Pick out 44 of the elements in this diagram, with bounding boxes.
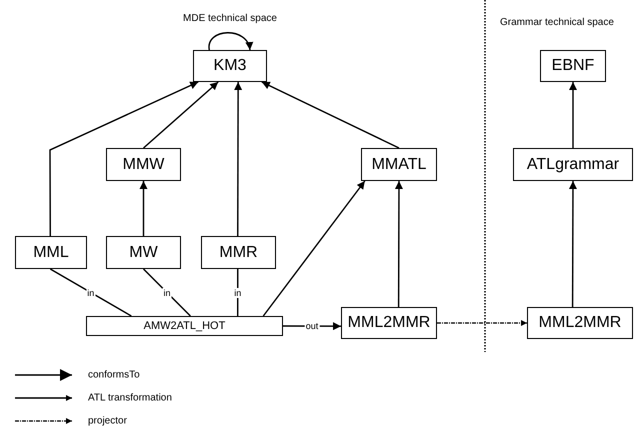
node-label: EBNF [552, 57, 594, 75]
edge-label: in [162, 288, 172, 298]
node-label: MW [129, 244, 158, 262]
arrow [208, 32, 252, 50]
node-label: MMR [219, 244, 258, 262]
arrow [394, 181, 403, 307]
node-label: MML2MMR [538, 314, 622, 332]
node-label: ATLgrammar [526, 156, 620, 174]
model-box [201, 236, 276, 269]
model-box [341, 307, 437, 339]
model-box [15, 236, 87, 269]
legend-label: projector [88, 416, 127, 426]
section-heading: MDE technical space [183, 13, 277, 24]
dashed-arrow [437, 320, 527, 326]
section-heading: Grammar technical space [500, 17, 614, 28]
model-box [193, 50, 267, 82]
arrow [262, 180, 366, 316]
model-box [106, 148, 181, 181]
node-label: MML [33, 244, 69, 262]
model-box [361, 148, 437, 181]
model-box [513, 148, 633, 181]
arrow [143, 81, 219, 149]
arrow [569, 82, 577, 148]
edge-label: in [233, 288, 242, 298]
edge-label: in [86, 288, 96, 298]
model-box [540, 50, 606, 82]
node-label: MMW [122, 156, 164, 174]
edge-label: out [304, 321, 320, 332]
legend-label: ATL transformation [88, 392, 172, 404]
connector-line [50, 268, 132, 317]
model-box [527, 307, 633, 339]
node-label: MML2MMR [348, 314, 430, 332]
legend-label: conformsTo [88, 370, 140, 380]
model-box [86, 316, 283, 336]
node-label: AMW2ATL_HOT [144, 320, 226, 332]
node-label: MMATL [372, 156, 426, 174]
connector-line [143, 268, 191, 316]
model-box [106, 236, 181, 269]
arrow [140, 181, 148, 236]
node-label: KM3 [214, 57, 246, 75]
arrow [568, 181, 577, 307]
arrow [49, 81, 198, 236]
arrow [234, 82, 242, 236]
arrow [262, 81, 400, 149]
